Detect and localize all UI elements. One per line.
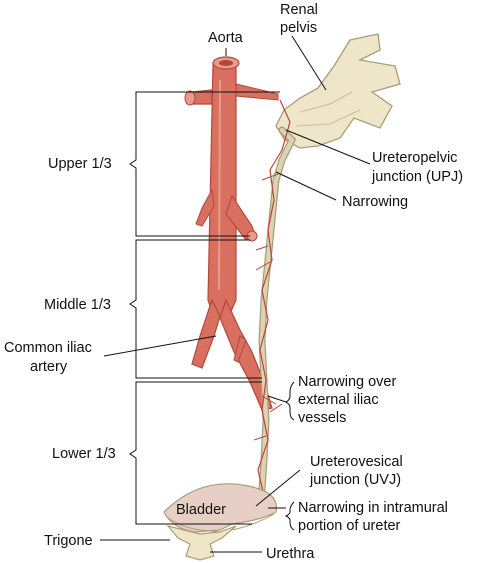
label-uvj-line2: junction (UVJ) xyxy=(309,472,401,488)
label-upj-line1: Ureteropelvic xyxy=(372,150,457,166)
label-lower-third: Lower 1/3 xyxy=(52,446,116,462)
renal-pelvis-illustration xyxy=(275,33,401,149)
ureter-illustration xyxy=(248,99,297,510)
label-bladder: Bladder xyxy=(176,502,226,518)
labels: Aorta Renal pelvis Ureteropelvic junctio… xyxy=(4,2,463,562)
label-upj-line2: junction (UPJ) xyxy=(371,169,463,185)
label-iliac-narrowing-line2: external iliac xyxy=(298,392,379,408)
label-trigone: Trigone xyxy=(44,533,93,549)
label-common-iliac-line2: artery xyxy=(30,359,68,375)
label-iliac-narrowing-line1: Narrowing over xyxy=(298,374,396,390)
label-middle-third: Middle 1/3 xyxy=(44,297,111,313)
leader-lines xyxy=(100,35,371,553)
label-intramural-line1: Narrowing in intramural xyxy=(298,500,448,516)
label-iliac-narrowing-line3: vessels xyxy=(298,410,346,426)
label-aorta: Aorta xyxy=(208,30,244,46)
label-upper-third: Upper 1/3 xyxy=(48,156,112,172)
label-common-iliac-line1: Common iliac xyxy=(4,340,92,356)
aorta-illustration xyxy=(184,56,279,411)
label-renal-pelvis-line2: pelvis xyxy=(280,20,317,36)
label-urethra: Urethra xyxy=(266,546,315,562)
label-intramural-line2: portion of ureter xyxy=(298,518,401,534)
label-uvj-line1: Ureterovesical xyxy=(310,454,403,470)
region-brackets xyxy=(129,91,280,525)
bladder-illustration xyxy=(163,483,278,561)
label-renal-pelvis-line1: Renal xyxy=(280,2,318,18)
label-narrowing: Narrowing xyxy=(342,194,408,210)
